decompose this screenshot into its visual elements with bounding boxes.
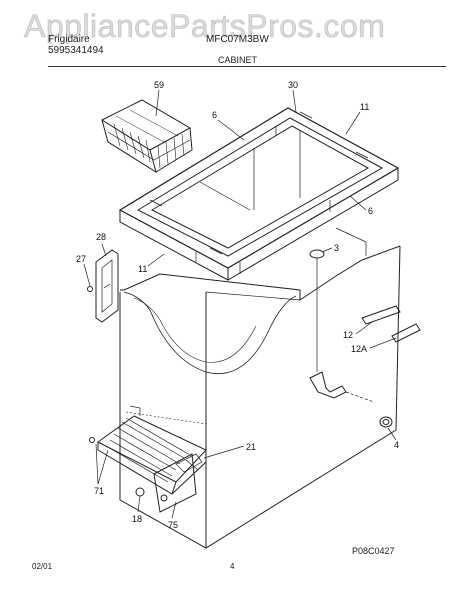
- grille-assembly: [89, 405, 207, 497]
- callout-71: 71: [94, 486, 104, 496]
- hinge-bracket: [87, 249, 119, 323]
- callout-21: 21: [246, 442, 256, 452]
- footer-page-number: 4: [230, 562, 235, 571]
- callout-11-top: 11: [360, 102, 369, 112]
- callout-numbers: 59 30 6 11 6 28 27 11 3 12 12A 4 21 71 1…: [76, 80, 399, 530]
- footer-date: 02/01: [32, 562, 53, 571]
- callout-18: 18: [132, 514, 142, 524]
- callout-4: 4: [394, 440, 399, 450]
- wire-basket: [100, 99, 193, 174]
- callout-3: 3: [334, 243, 339, 253]
- section-title: CABINET: [218, 55, 258, 65]
- callout-6-top: 6: [212, 110, 217, 120]
- callout-30: 30: [288, 80, 298, 90]
- callout-12: 12: [343, 330, 353, 340]
- header-rule: [48, 66, 446, 67]
- callout-75: 75: [168, 520, 178, 530]
- rating-labels: [361, 305, 421, 343]
- callout-27: 27: [76, 254, 86, 264]
- leader-lines: [83, 89, 397, 519]
- callout-59: 59: [154, 80, 164, 90]
- callout-12a: 12A: [351, 344, 367, 354]
- callout-28: 28: [96, 232, 106, 242]
- brand-label: Frigidaire: [48, 34, 90, 45]
- breaker-frame: [118, 107, 400, 281]
- cabinet-body: [119, 227, 401, 549]
- part-number-label: 5995341494: [48, 45, 104, 56]
- drain-assembly: [309, 249, 393, 428]
- callout-11-left: 11: [138, 264, 147, 274]
- callout-6-right: 6: [368, 206, 373, 216]
- drain-pan: [153, 453, 203, 513]
- watermark-text: AppliancePartsPros.com: [24, 8, 386, 45]
- model-label: MFC07M3BW: [206, 34, 269, 45]
- liner: [199, 130, 301, 211]
- drawing-code: P08C0427: [352, 546, 395, 556]
